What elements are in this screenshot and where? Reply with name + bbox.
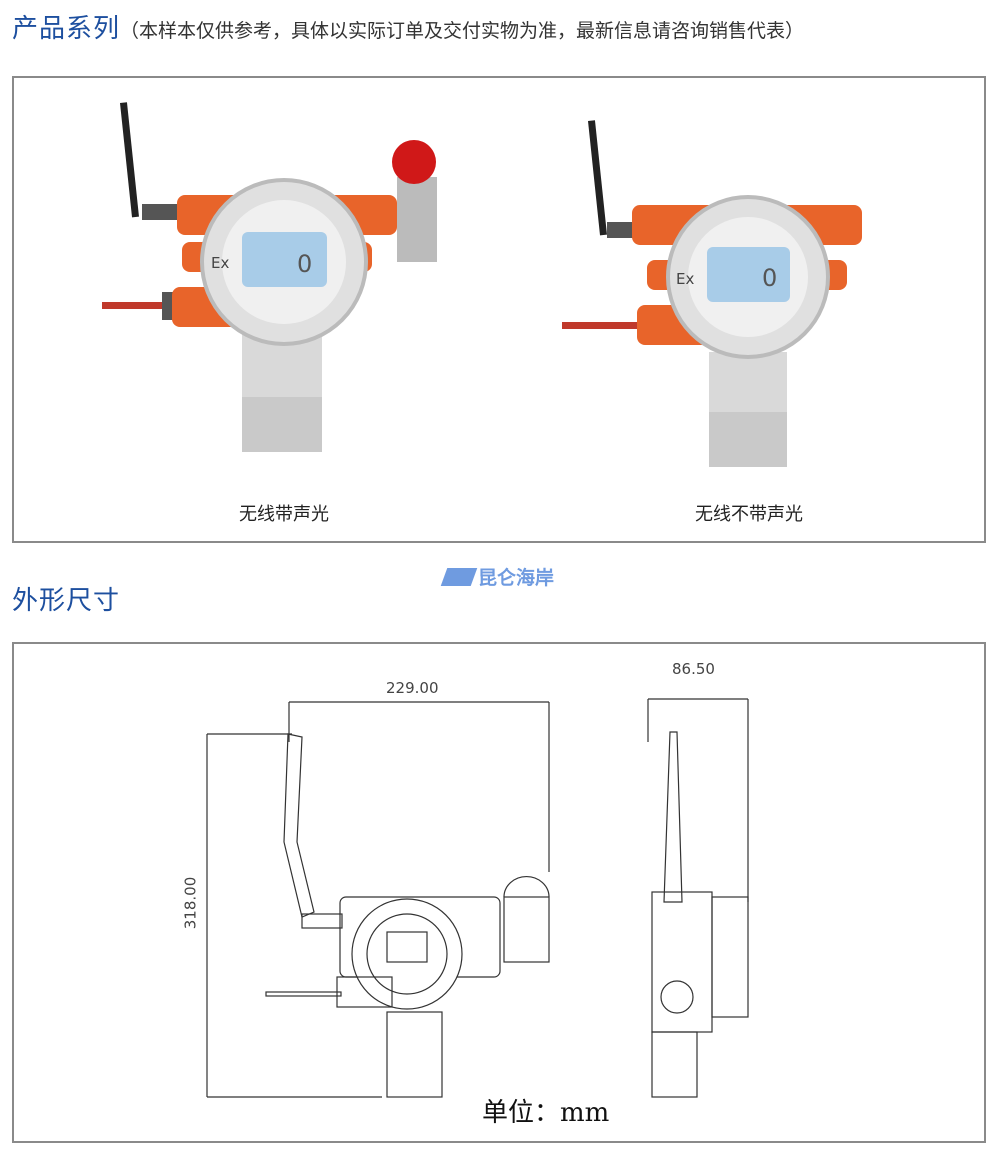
section-title-product-series: 产品系列（本样本仅供参考，具体以实际订单及交付实物为准，最新信息请咨询销售代表）: [12, 8, 804, 45]
disclaimer-note: （本样本仅供参考，具体以实际订单及交付实物为准，最新信息请咨询销售代表）: [120, 20, 805, 42]
heading-text: 外形尺寸: [12, 586, 121, 616]
product-caption: 无线带声光: [239, 504, 329, 525]
logo-icon: [440, 567, 478, 586]
product-series-panel: 0 Ex 0 Ex 无线带声光 无线不带声光: [12, 76, 986, 543]
watermark-text: 昆仑海岸: [478, 567, 555, 589]
unit-label: 单位：mm: [482, 1098, 610, 1128]
ex-mark: Ex: [676, 270, 695, 288]
dimension-drawing-panel: 229.00 86.50 318.00 单位：mm: [12, 642, 986, 1143]
product-image-with-alarm: [102, 102, 437, 452]
section-title-dimensions: 外形尺寸: [12, 580, 120, 617]
brand-watermark: 昆仑海岸: [440, 563, 555, 590]
height-dimension: 318.00: [181, 876, 200, 930]
product-caption: 无线不带声光: [695, 504, 803, 525]
heading-text: 产品系列: [12, 14, 121, 44]
depth-dimension: 86.50: [672, 660, 715, 678]
product-image-without-alarm: [562, 120, 862, 467]
technical-drawing: [206, 698, 749, 1098]
display-value: 0: [297, 250, 313, 278]
ex-mark: Ex: [211, 254, 230, 272]
product-images: [102, 102, 862, 467]
display-value: 0: [762, 264, 778, 292]
width-dimension: 229.00: [386, 679, 439, 697]
